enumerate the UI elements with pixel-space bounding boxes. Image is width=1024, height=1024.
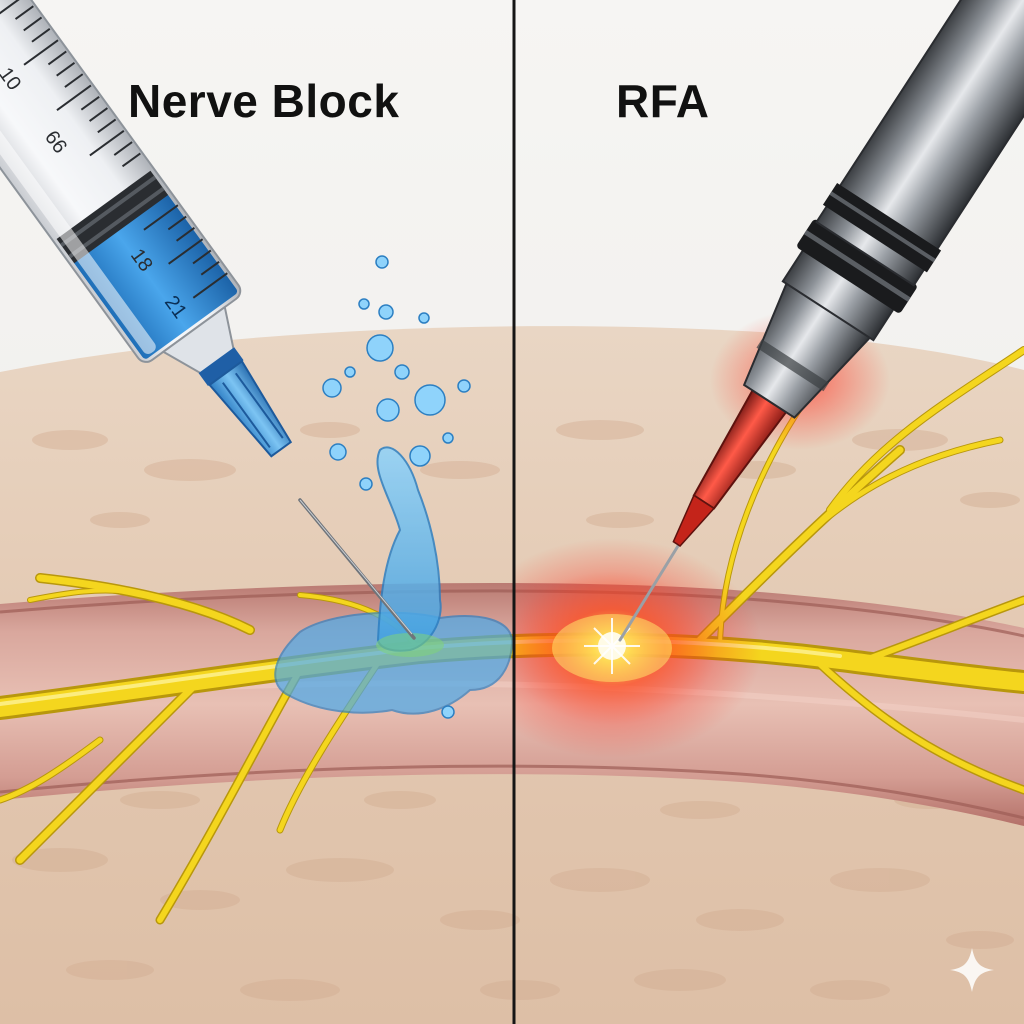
sparkle-icon xyxy=(950,948,994,992)
syringe-hub xyxy=(208,359,293,458)
syringe-fluid xyxy=(73,193,238,359)
tissue-texture xyxy=(12,420,1020,1001)
nerve-block-title: Nerve Block xyxy=(128,75,400,127)
rfa-probe xyxy=(618,0,1024,642)
anesthetic-fluid xyxy=(274,255,514,719)
rfa-probe-handle xyxy=(815,0,1024,287)
syringe-scale xyxy=(0,0,228,299)
rfa-title: RFA xyxy=(616,75,710,127)
syringe: 10 66 18 21 xyxy=(0,0,416,640)
rf-heat xyxy=(514,538,762,758)
